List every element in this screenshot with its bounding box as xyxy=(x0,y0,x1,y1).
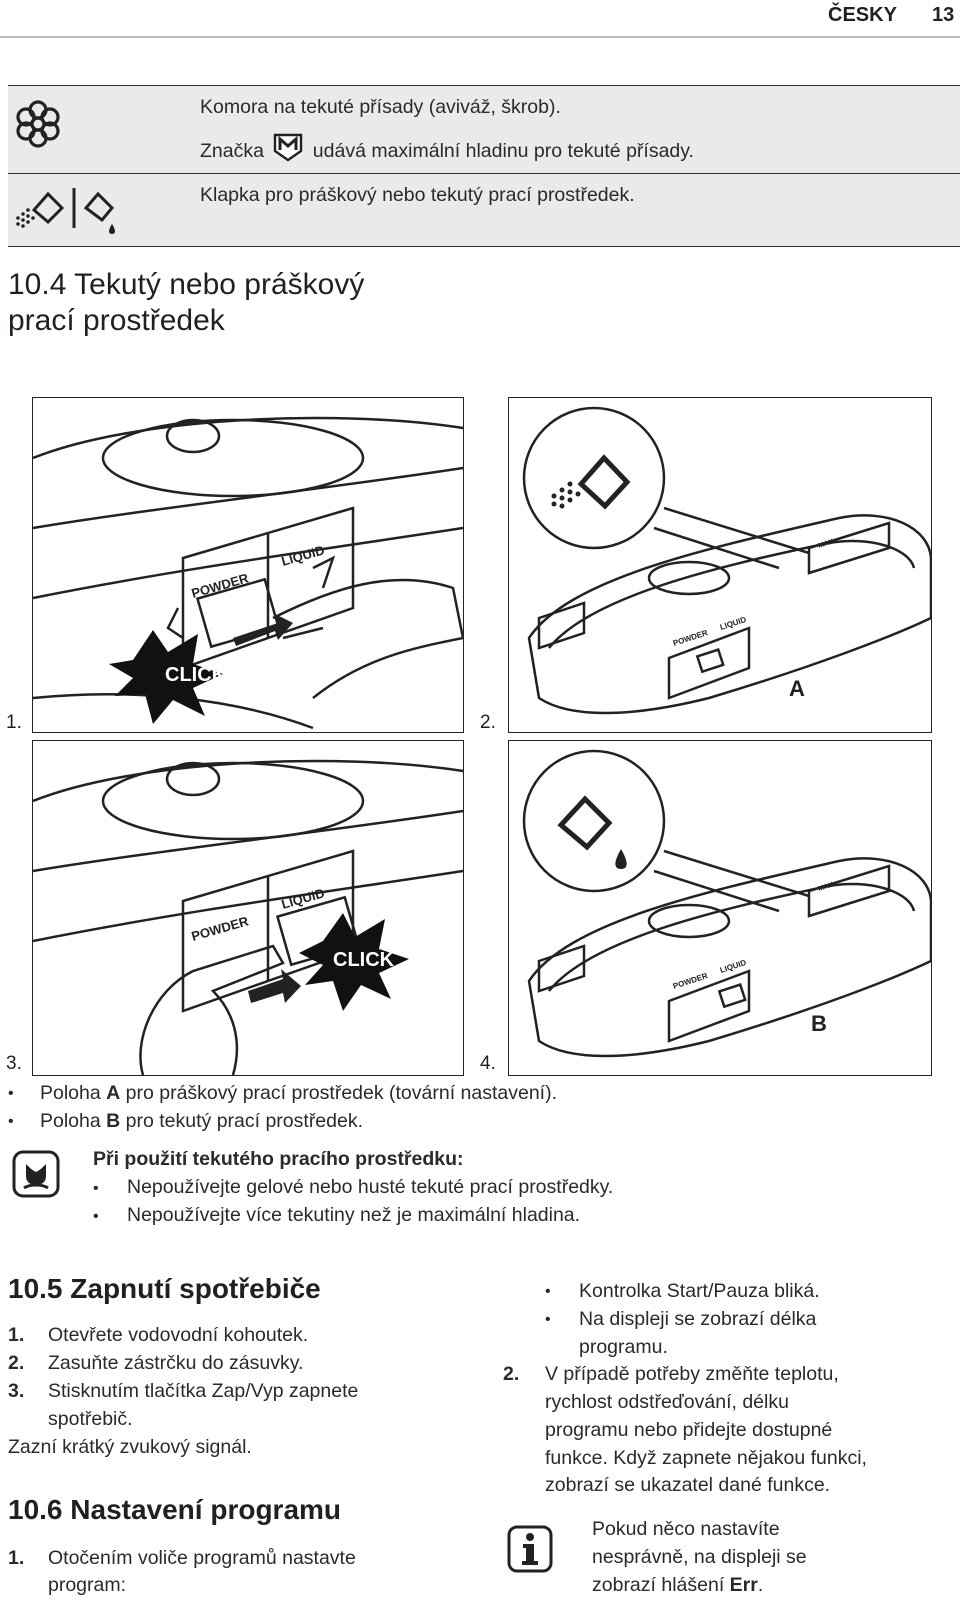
flower-icon xyxy=(16,100,60,148)
figure-4-drawing: B POWDER LIQUID MAX xyxy=(522,749,931,1058)
figure-1-slide-to-powder: CLICK POWDER LIQUID xyxy=(32,397,464,733)
softener-description: Komora na tekuté přísady (aviváž, škrob)… xyxy=(200,96,561,118)
click-label-1: CLICK xyxy=(165,664,227,686)
step-2-plug-in: 2. Zasuňte zástrčku do zásuvky. xyxy=(8,1350,303,1377)
header-rule xyxy=(0,36,960,38)
display-shows-duration-line-2: programu. xyxy=(579,1336,668,1358)
step-text: Otočením voliče programů nastavte xyxy=(48,1547,356,1569)
step-1-open-tap: 1. Otevřete vodovodní kohoutek. xyxy=(8,1322,308,1349)
info-note-period: . xyxy=(757,1574,764,1596)
position-b-suffix: pro tekutý prací prostředek. xyxy=(120,1110,364,1132)
program-step-1: 1. Otočením voliče programů nastavte xyxy=(8,1545,356,1572)
step-2-number: 2. xyxy=(503,1363,520,1385)
powder-label-1: POWDER xyxy=(190,570,251,601)
figure-1-number: 1. xyxy=(6,712,22,733)
step-number: 1. xyxy=(8,1324,25,1346)
max-label-2: MAX xyxy=(817,538,834,550)
position-b-item: • Poloha B pro tekutý prací prostředek. xyxy=(8,1108,363,1135)
position-a-suffix: pro práškový prací prostředek (tovární n… xyxy=(120,1082,558,1104)
program-step-1-line-2: program: xyxy=(48,1574,127,1596)
info-row-softener: Komora na tekuté přísady (aviváž, škrob)… xyxy=(8,85,960,174)
figure-2-drawing: A POWDER LIQUID MAX xyxy=(522,406,931,715)
info-note-line-1: Pokud něco nastavíte xyxy=(592,1518,780,1540)
liquid-note-item-2: • Nepoužívejte více tekutiny než je maxim… xyxy=(93,1202,580,1230)
figure-2-number: 2. xyxy=(480,712,496,733)
max-text-after: udává maximální hladinu pro tekuté přísa… xyxy=(312,140,694,162)
bullet-dot: • xyxy=(93,1180,99,1197)
section-10-4-title-line2: prací prostředek xyxy=(8,304,225,337)
figure-1-drawing: CLICK POWDER LIQUID xyxy=(33,416,463,730)
position-b-label: B xyxy=(811,1011,827,1036)
info-icon xyxy=(507,1525,553,1573)
liquid-note-title: Při použití tekutého pracího prostředku: xyxy=(93,1148,464,1170)
bullet-dot: • xyxy=(8,1085,14,1102)
step-3-power-on: 3. Stisknutím tlačítka Zap/Vyp zapnete xyxy=(8,1378,358,1405)
max-level-icon xyxy=(274,133,303,162)
liquid-note-item-1-text: Nepoužívejte gelové nebo husté tekuté pr… xyxy=(127,1176,614,1198)
figure-4-number: 4. xyxy=(480,1053,496,1074)
bullet-dot: • xyxy=(93,1208,99,1225)
bullet-text: Kontrolka Start/Pauza bliká. xyxy=(579,1280,820,1302)
step-text: Stisknutím tlačítka Zap/Vyp zapnete xyxy=(48,1380,359,1402)
info-note-line-2: nesprávně, na displeji se xyxy=(592,1546,807,1568)
start-pause-blinks: • Kontrolka Start/Pauza bliká. xyxy=(545,1278,820,1305)
section-10-5-title: 10.5 Zapnutí spotřebiče xyxy=(8,1273,321,1304)
max-text-before: Značka xyxy=(200,140,264,162)
step-number: 3. xyxy=(8,1380,25,1402)
figure-3-number: 3. xyxy=(6,1053,22,1074)
position-a-prefix: Poloha xyxy=(40,1082,107,1104)
position-a-item: • Poloha A pro práškový prací prostředek… xyxy=(8,1080,557,1107)
powder-liquid-flap-icon xyxy=(16,188,115,234)
info-row-flap: Klapka pro práškový nebo tekutý prací pr… xyxy=(8,173,960,247)
step-number: 2. xyxy=(8,1352,25,1374)
info-note-text: zobrazí hlášení xyxy=(592,1574,730,1596)
figure-3-drawing: CLICK POWDER LIQUID xyxy=(33,759,463,1075)
step-2-line-5: zobrazí se ukazatel dané funkce. xyxy=(545,1474,831,1496)
environment-tip-icon xyxy=(12,1150,60,1198)
info-table: Komora na tekuté přísady (aviváž, škrob)… xyxy=(8,85,960,247)
figure-2-position-a: A POWDER LIQUID MAX xyxy=(508,397,932,733)
liquid-note-item-2-text: Nepoužívejte více tekutiny než je maximá… xyxy=(127,1204,581,1226)
section-10-4-title-line1: 10.4 Tekutý nebo práškový xyxy=(8,268,365,301)
step-text: Otevřete vodovodní kohoutek. xyxy=(48,1324,309,1346)
max-label-4: MAX xyxy=(817,881,834,893)
header-language: ČESKY xyxy=(828,4,897,26)
max-level-description: Značka udává maximální hladinu pro tekut… xyxy=(200,132,694,163)
liquid-label-3: LIQUID xyxy=(280,885,326,912)
step-2-line-1: V případě potřeby změňte teplotu, xyxy=(545,1363,839,1385)
bullet-dot: • xyxy=(545,1311,551,1328)
step-2-line-2: rychlost odstřeďování, délku xyxy=(545,1391,789,1413)
position-b-prefix: Poloha xyxy=(40,1110,107,1132)
click-label-3: CLICK xyxy=(333,949,395,971)
figure-3-slide-to-liquid: CLICK POWDER LIQUID xyxy=(32,740,464,1076)
powder-label-3: POWDER xyxy=(190,913,251,944)
position-a-letter: A xyxy=(106,1082,121,1104)
step-3-line-2: spotřebič. xyxy=(48,1408,133,1430)
step-2-line-3: programu nebo přidejte dostupné xyxy=(545,1419,833,1441)
error-code: Err xyxy=(729,1574,758,1596)
liquid-note-item-1: • Nepoužívejte gelové nebo husté tekuté p… xyxy=(93,1174,613,1202)
step-number: 1. xyxy=(8,1547,25,1569)
step-2-line-4: funkce. Když zapnete nějakou funkci, xyxy=(545,1447,867,1469)
page-number: 13 xyxy=(932,4,955,26)
bullet-dot: • xyxy=(545,1283,551,1300)
step-text: Zasuňte zástrčku do zásuvky. xyxy=(48,1352,304,1374)
position-a-label: A xyxy=(789,676,805,701)
display-shows-duration: • Na displeji se zobrazí délka xyxy=(545,1306,816,1333)
bullet-text: Na displeji se zobrazí délka xyxy=(579,1308,817,1330)
position-b-letter: B xyxy=(106,1110,121,1132)
section-10-6-title: 10.6 Nastavení programu xyxy=(8,1494,342,1525)
beep-note: Zazní krátký zvukový signál. xyxy=(8,1436,252,1458)
bullet-dot: • xyxy=(8,1113,14,1130)
info-note-line-3: zobrazí hlášení Err. xyxy=(592,1572,763,1599)
figure-4-position-b: B POWDER LIQUID MAX xyxy=(508,740,932,1076)
flap-description: Klapka pro práškový nebo tekutý prací pr… xyxy=(200,184,635,206)
